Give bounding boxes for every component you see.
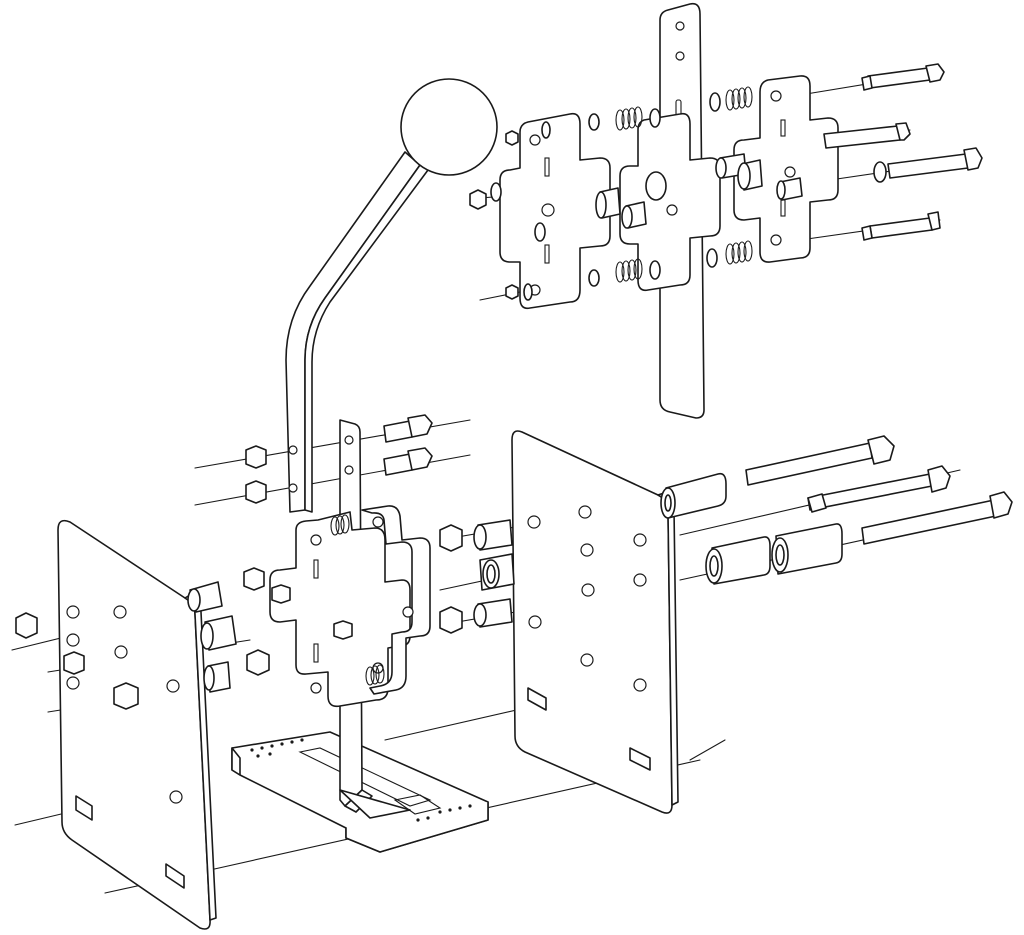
upper-washer-5 bbox=[588, 113, 600, 131]
hex-nut-lever-1 bbox=[245, 445, 267, 469]
upper-nut-2 bbox=[469, 189, 487, 210]
upper-washer-11 bbox=[873, 161, 887, 183]
upper-washer-8 bbox=[649, 260, 661, 280]
lower-gimbal-plate-rear bbox=[361, 505, 431, 695]
upper-washer-4 bbox=[523, 283, 533, 301]
upper-washer-6 bbox=[588, 269, 600, 287]
spacer-right-2 bbox=[479, 553, 515, 591]
long-bolt-1 bbox=[745, 435, 895, 486]
upper-spring-4 bbox=[725, 240, 753, 265]
spacer-left-3 bbox=[203, 661, 231, 693]
hex-nut-right-inner-1 bbox=[439, 524, 463, 552]
spacer-right-3 bbox=[473, 598, 513, 628]
upper-washer-2 bbox=[490, 182, 502, 202]
left-side-plate bbox=[57, 519, 217, 930]
hex-nut-inner-1 bbox=[243, 567, 265, 591]
long-bolt-3 bbox=[861, 491, 1013, 545]
upper-spacer-4 bbox=[737, 159, 763, 191]
hex-bolt-upper-1 bbox=[383, 414, 433, 443]
upper-washer-9 bbox=[709, 92, 721, 112]
upper-spring-3 bbox=[725, 86, 753, 111]
upper-bolt-1 bbox=[861, 63, 945, 91]
hex-nut-inner-3 bbox=[271, 584, 291, 604]
upper-washer-3 bbox=[534, 222, 546, 242]
upper-spring-2 bbox=[615, 258, 643, 283]
spacer-left-1 bbox=[187, 581, 223, 613]
upper-washer-10 bbox=[706, 248, 718, 268]
upper-gimbal-plate-center bbox=[619, 112, 721, 292]
spacer-outer-1 bbox=[660, 472, 727, 519]
hex-nut-right-inner-2 bbox=[439, 606, 463, 634]
hex-nut-lever-2 bbox=[245, 480, 267, 504]
upper-spacer-1 bbox=[595, 187, 621, 219]
base-plate-hole-pattern bbox=[250, 738, 472, 822]
right-side-plate bbox=[511, 430, 679, 814]
upper-washer-7 bbox=[649, 108, 661, 128]
upper-bolt-2 bbox=[823, 122, 911, 149]
upper-bolt-3 bbox=[887, 147, 983, 179]
hex-nut-inner-2 bbox=[246, 649, 270, 676]
upper-gimbal-plate-right bbox=[733, 75, 839, 263]
long-bolt-2 bbox=[807, 465, 951, 513]
spacer-right-1 bbox=[473, 519, 513, 551]
upper-hardware bbox=[469, 63, 983, 301]
lower-gimbal-plate-front bbox=[269, 511, 411, 708]
shift-lever bbox=[285, 151, 429, 513]
upper-spring-1 bbox=[615, 106, 643, 131]
hex-nut-left-1 bbox=[15, 612, 38, 639]
lower-hardware bbox=[15, 414, 515, 710]
upper-washer-1 bbox=[541, 121, 551, 139]
hex-bolt-upper-2 bbox=[383, 447, 433, 476]
spacer-outer-3 bbox=[771, 523, 843, 575]
lower-spring-2 bbox=[365, 664, 385, 686]
lower-spring-1 bbox=[330, 514, 350, 536]
upper-nut-3 bbox=[505, 284, 519, 300]
spacer-left-2 bbox=[200, 615, 237, 651]
right-side-hardware bbox=[660, 435, 1013, 585]
upper-spacer-2 bbox=[621, 201, 647, 229]
spacer-outer-2 bbox=[705, 536, 771, 585]
hex-nut-inner-4 bbox=[333, 620, 353, 640]
hex-nut-left-2 bbox=[63, 651, 85, 675]
upper-bolt-4 bbox=[861, 211, 941, 241]
shift-knob bbox=[400, 78, 498, 176]
upper-spacer-5 bbox=[776, 177, 803, 201]
hex-nut-left-3 bbox=[113, 682, 139, 710]
upper-nut-1 bbox=[505, 130, 519, 146]
